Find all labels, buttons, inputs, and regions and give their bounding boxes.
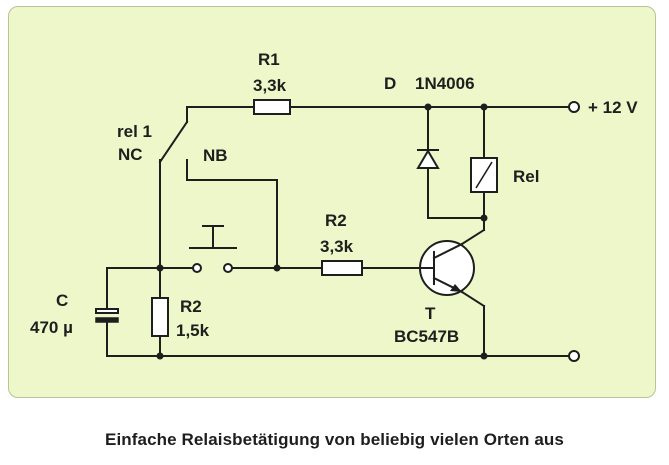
r2-shunt-name-label: R2 bbox=[180, 297, 202, 316]
push-button bbox=[159, 225, 278, 273]
diagram-panel bbox=[8, 6, 656, 398]
transistor-name-label: T bbox=[425, 304, 436, 323]
resistor-r2-base bbox=[276, 260, 421, 276]
r2-base-name-label: R2 bbox=[325, 211, 347, 230]
diode-d bbox=[416, 106, 485, 219]
r1-value-label: 3,3k bbox=[253, 76, 287, 95]
relay-contact-nc-label: NC bbox=[118, 145, 143, 164]
nb-contact-label: NB bbox=[203, 146, 228, 165]
supply-voltage-label: + 12 V bbox=[588, 98, 638, 117]
figure-caption: Einfache Relaisbetätigung von beliebig v… bbox=[105, 430, 564, 449]
r2-shunt-value-label: 1,5k bbox=[176, 321, 210, 340]
resistor-r1 bbox=[253, 99, 291, 115]
r1-name-label: R1 bbox=[258, 50, 280, 69]
ground-terminal bbox=[568, 350, 580, 362]
transistor-t bbox=[419, 228, 486, 308]
diode-name-label: D bbox=[384, 74, 396, 93]
transistor-value-label: BC547B bbox=[394, 327, 459, 346]
capacitor-c bbox=[95, 267, 161, 357]
capacitor-name-label: C bbox=[56, 291, 68, 310]
r2-base-value-label: 3,3k bbox=[320, 237, 354, 256]
diode-value-label: 1N4006 bbox=[415, 74, 475, 93]
supply-terminal bbox=[568, 101, 580, 113]
relay-contact-label: rel 1 bbox=[117, 122, 152, 141]
relay-contact-switch bbox=[158, 106, 278, 269]
relay-label: Rel bbox=[513, 167, 539, 186]
relay-coil-branch bbox=[470, 106, 498, 231]
capacitor-value-label: 470 µ bbox=[30, 318, 73, 337]
resistor-r2-shunt bbox=[151, 267, 169, 357]
junction-nodes bbox=[156, 103, 488, 360]
